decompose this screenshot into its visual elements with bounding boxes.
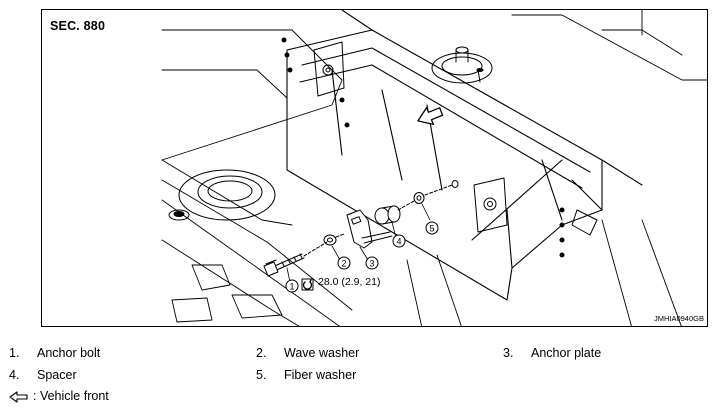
legend-number: 4. — [9, 368, 20, 382]
assembly-centerline — [303, 184, 453, 257]
legend-number: 3. — [503, 346, 514, 360]
legend-number: 5. — [256, 368, 267, 382]
anchor-bolt — [263, 253, 305, 277]
callout-markers — [285, 221, 439, 293]
floor-panel-outline — [161, 10, 707, 326]
vehicle-front-icon — [9, 391, 28, 403]
figure-code: JMHIA0940GB — [653, 314, 704, 323]
callout-2: 2 — [341, 259, 346, 269]
legend-number: 2. — [256, 346, 267, 360]
legend-label: Anchor plate — [531, 346, 602, 360]
assembly-drawing: 1 2 3 4 5 — [161, 10, 707, 326]
vehicle-front-legend: : Vehicle front — [9, 389, 109, 403]
bracket-plates — [281, 37, 598, 258]
callout-5: 5 — [429, 224, 434, 234]
section-label: SEC. 880 — [50, 19, 106, 33]
torque-spec: 28.0 (2.9, 21) — [318, 276, 381, 288]
callout-3: 3 — [369, 259, 374, 269]
anchor-plate — [346, 209, 393, 249]
legend-label: Anchor bolt — [37, 346, 101, 360]
vehicle-front-label: : Vehicle front — [33, 389, 109, 403]
callout-1: 1 — [289, 282, 294, 292]
callout-4: 4 — [396, 237, 401, 247]
legend-label: Fiber washer — [284, 368, 357, 382]
fiber-washer — [413, 180, 459, 204]
legend-label: Wave washer — [284, 346, 360, 360]
spacer — [374, 205, 401, 225]
torque-wrench-icon — [301, 278, 314, 291]
upper-mount-boss — [431, 46, 493, 84]
vehicle-front-arrow-icon — [417, 107, 444, 125]
callout-leaders — [286, 203, 431, 283]
legend-label: Spacer — [37, 368, 77, 382]
wave-washer — [323, 234, 337, 246]
exploded-view-figure: SEC. 880 — [41, 9, 708, 327]
spare-tire-well — [168, 169, 276, 221]
legend-number: 1. — [9, 346, 20, 360]
